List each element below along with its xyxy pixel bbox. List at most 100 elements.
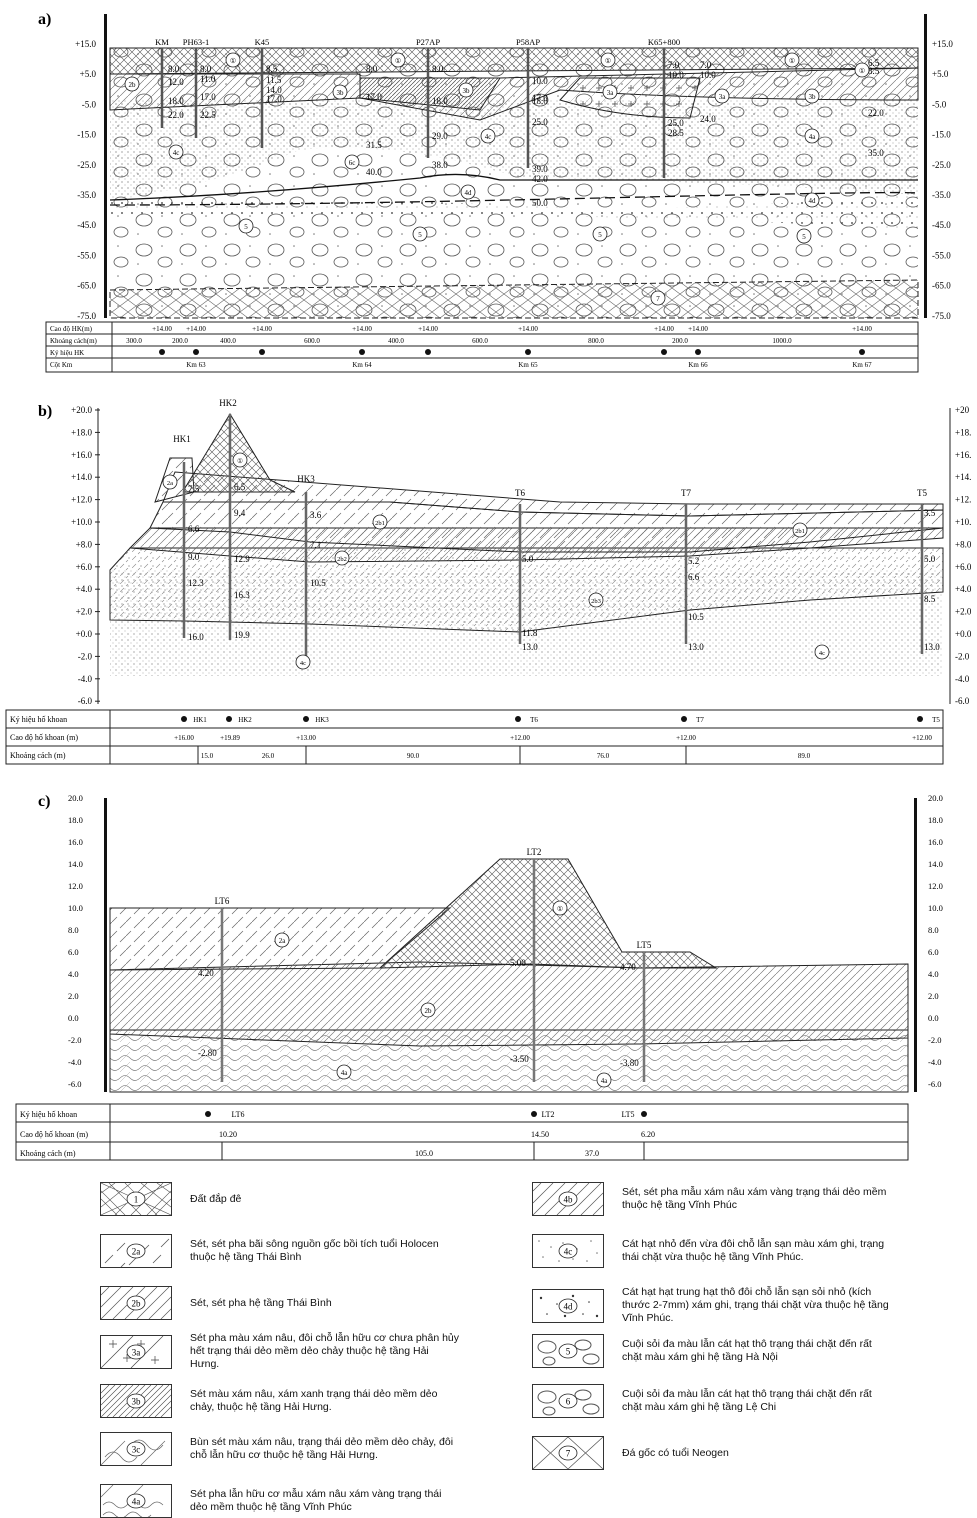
table-row-label: Cao độ hố khoan (m) xyxy=(10,733,78,742)
table-cell: 600.0 xyxy=(472,337,488,345)
table-cell: +14.00 xyxy=(688,325,708,333)
legend-swatch: 6 xyxy=(532,1384,604,1418)
table-row-label: Ký hiệu HK xyxy=(50,349,84,357)
layer-tag-circle xyxy=(334,550,350,566)
table-cell: 200.0 xyxy=(672,337,688,345)
layer-tag: 2b3 xyxy=(591,598,601,605)
depth-label: 13.0 xyxy=(924,642,940,652)
borehole-symbol-icon xyxy=(425,349,431,355)
depth-label: 6.6 xyxy=(188,524,200,534)
layer-tag: 3b xyxy=(337,89,345,97)
borehole-label: P27AP xyxy=(416,37,440,47)
table-cell: +14.00 xyxy=(418,325,438,333)
layer-tag-circle xyxy=(372,514,388,530)
legend-tag: 5 xyxy=(566,1347,571,1357)
panel-a: a) +15.0+15.0+5.0+5.0-5.0-5.0-15.0-15.0-… xyxy=(38,11,953,373)
layer-tag-circle xyxy=(592,226,608,242)
layer-tag: ① xyxy=(859,67,865,75)
y-tick-label-right: -45.0 xyxy=(932,220,951,230)
table-cell: +14.00 xyxy=(518,325,538,333)
depth-label: 8.5 xyxy=(868,66,880,76)
depth-label: 6.5 xyxy=(868,58,880,68)
legend-swatch: 3c xyxy=(100,1432,172,1466)
y-tick-label: +2.0 xyxy=(76,607,93,617)
depth-label: 9.0 xyxy=(188,552,200,562)
y-tick-label: -55.0 xyxy=(77,250,96,260)
depth-label: 12.3 xyxy=(188,578,204,588)
depth-label: 8.0 xyxy=(168,64,180,74)
layer-tag-circle xyxy=(814,644,830,660)
depth-label: 8.5 xyxy=(266,64,278,74)
layer-tag-circle xyxy=(552,900,568,916)
depth-label: 25.0 xyxy=(668,118,684,128)
y-tick-label-right: -65.0 xyxy=(932,281,951,291)
table-cell: 37.0 xyxy=(585,1149,599,1158)
table-cell: 90.0 xyxy=(407,752,420,760)
table-cell: +19.89 xyxy=(220,734,240,742)
depth-label: 17.0 xyxy=(532,93,548,103)
layer-tag: 4c xyxy=(300,660,306,667)
depth-label: 10.5 xyxy=(688,612,704,622)
table-cell: Km 64 xyxy=(352,361,372,369)
layer-tag-circle xyxy=(238,218,254,234)
table-cell: 89.0 xyxy=(798,752,811,760)
y-tick-label: -4.0 xyxy=(68,1057,81,1067)
layer-tag: ① xyxy=(789,57,795,65)
layer-tag: 2b1 xyxy=(375,520,385,527)
legend-swatch: 3b xyxy=(100,1384,172,1418)
borehole-label: T5 xyxy=(917,488,927,498)
layer-tag-circle xyxy=(804,88,820,104)
table-cell: 600.0 xyxy=(304,337,320,345)
depth-label: 7.0 xyxy=(668,60,680,70)
table-cell: +12.00 xyxy=(676,734,696,742)
depth-label: 6.6 xyxy=(688,572,700,582)
layer-tag-circle xyxy=(792,522,808,538)
y-tick-label: +15.0 xyxy=(75,39,96,49)
layer-tag-circle xyxy=(596,1072,612,1088)
legend-text: Cát hạt nhỏ đến vừa đôi chỗ lẫn sạn màu … xyxy=(622,1238,885,1263)
y-tick-label-right: +8.0 xyxy=(955,539,972,549)
borehole-symbol-icon xyxy=(525,349,531,355)
table-cell: T6 xyxy=(530,716,538,724)
borehole-symbol-icon xyxy=(205,1111,211,1117)
depth-label: 13.0 xyxy=(688,642,704,652)
table-cell: 200.0 xyxy=(172,337,188,345)
layer-tag: 3a xyxy=(719,93,727,101)
y-tick-label-right: 8.0 xyxy=(928,925,939,935)
y-tick-label-right: +16. xyxy=(955,450,971,460)
legend-tag: 4b xyxy=(564,1195,574,1205)
layer-tag: 4a xyxy=(341,1069,349,1077)
depth-label: 4.20 xyxy=(198,968,214,978)
depth-label: 16.0 xyxy=(188,632,204,642)
depth-label: 17.0 xyxy=(200,92,216,102)
legend-tag: 2a xyxy=(132,1247,141,1257)
layer-tag: 5 xyxy=(418,231,422,239)
depth-label: 5.2 xyxy=(688,556,699,566)
borehole-label: LT6 xyxy=(215,896,230,906)
y-tick-label: 6.0 xyxy=(68,947,79,957)
table-a xyxy=(45,321,919,373)
layer-tag-circle xyxy=(602,84,618,100)
depth-label: 24.0 xyxy=(700,114,716,124)
y-tick-label-right: 10.0 xyxy=(928,903,943,913)
depth-label: 7.5 xyxy=(188,484,200,494)
depth-label: 3.6 xyxy=(310,510,322,520)
layer-tag: ① xyxy=(557,905,563,913)
legend-text: Sét, sét pha bãi sông nguồn gốc bồi tích… xyxy=(190,1238,439,1263)
depth-label: 11.8 xyxy=(522,628,538,638)
legend-text: Sét, sét pha hệ tầng Thái Bình xyxy=(190,1296,332,1309)
legend-swatch: 4d xyxy=(532,1288,604,1323)
depth-label: 10.0 xyxy=(700,70,716,80)
legend-text: Cát hạt hạt trung hạt thô đôi chỗ lẫn sạ… xyxy=(622,1286,889,1324)
layer-tag-circle xyxy=(168,144,184,160)
table-cell: +12.00 xyxy=(912,734,932,742)
legend-swatch: 2a xyxy=(100,1234,172,1268)
depth-label: 40.0 xyxy=(366,167,382,177)
layer-tag-circle xyxy=(412,226,428,242)
y-tick-label: +18.0 xyxy=(71,427,92,437)
layer-tag-circle xyxy=(420,1002,436,1018)
legend-swatch: 3a xyxy=(100,1334,172,1369)
table-cell: T7 xyxy=(696,716,704,724)
